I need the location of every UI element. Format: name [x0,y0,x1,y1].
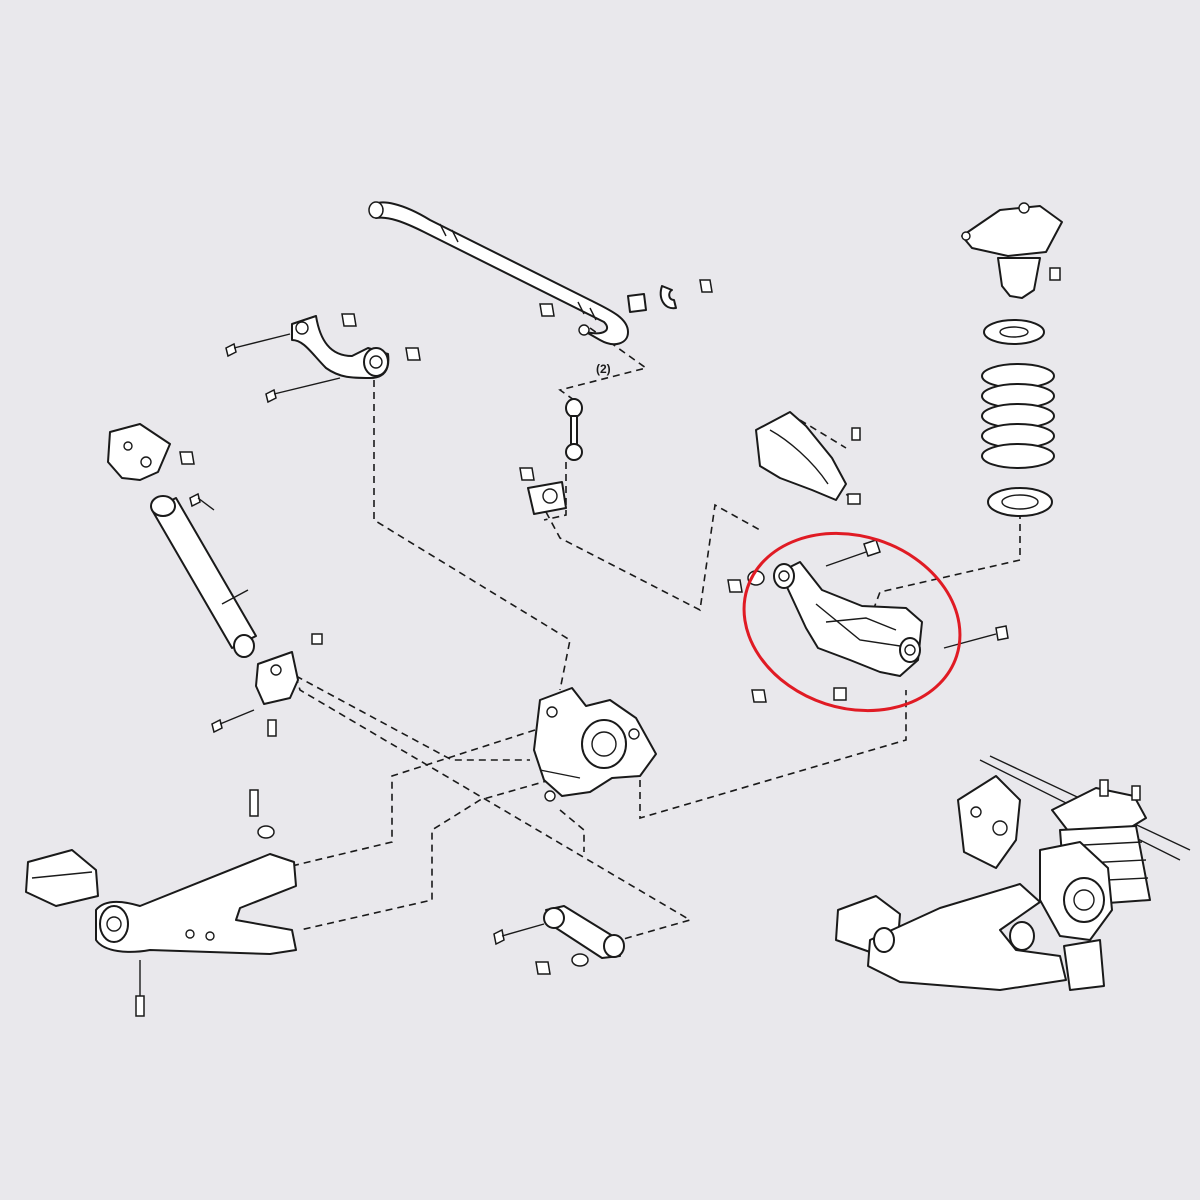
steering-knuckle [533,687,657,802]
upper-spring-mount [961,202,1063,299]
spring-lower-seat [987,487,1053,517]
spring-upper-seat [983,319,1045,345]
stabilizer-bushing-bracket [539,279,713,317]
lower-control-arm [25,789,297,1017]
fender-liner [755,411,861,505]
upper-control-arm-front [225,313,421,404]
assembled-suspension-view [835,755,1191,991]
stabilizer-link-quantity-label: (2) [596,362,611,376]
coil-spring [981,363,1055,469]
lateral-link [493,905,625,975]
shock-absorber [107,423,257,658]
stabilizer-bushing-block [527,481,567,515]
rear-upper-control-arm [727,539,1009,703]
stabilizer-link [519,398,583,481]
shock-lower-bracket [211,633,323,737]
stabilizer-bar [368,201,629,346]
highlight-circle [742,531,962,713]
